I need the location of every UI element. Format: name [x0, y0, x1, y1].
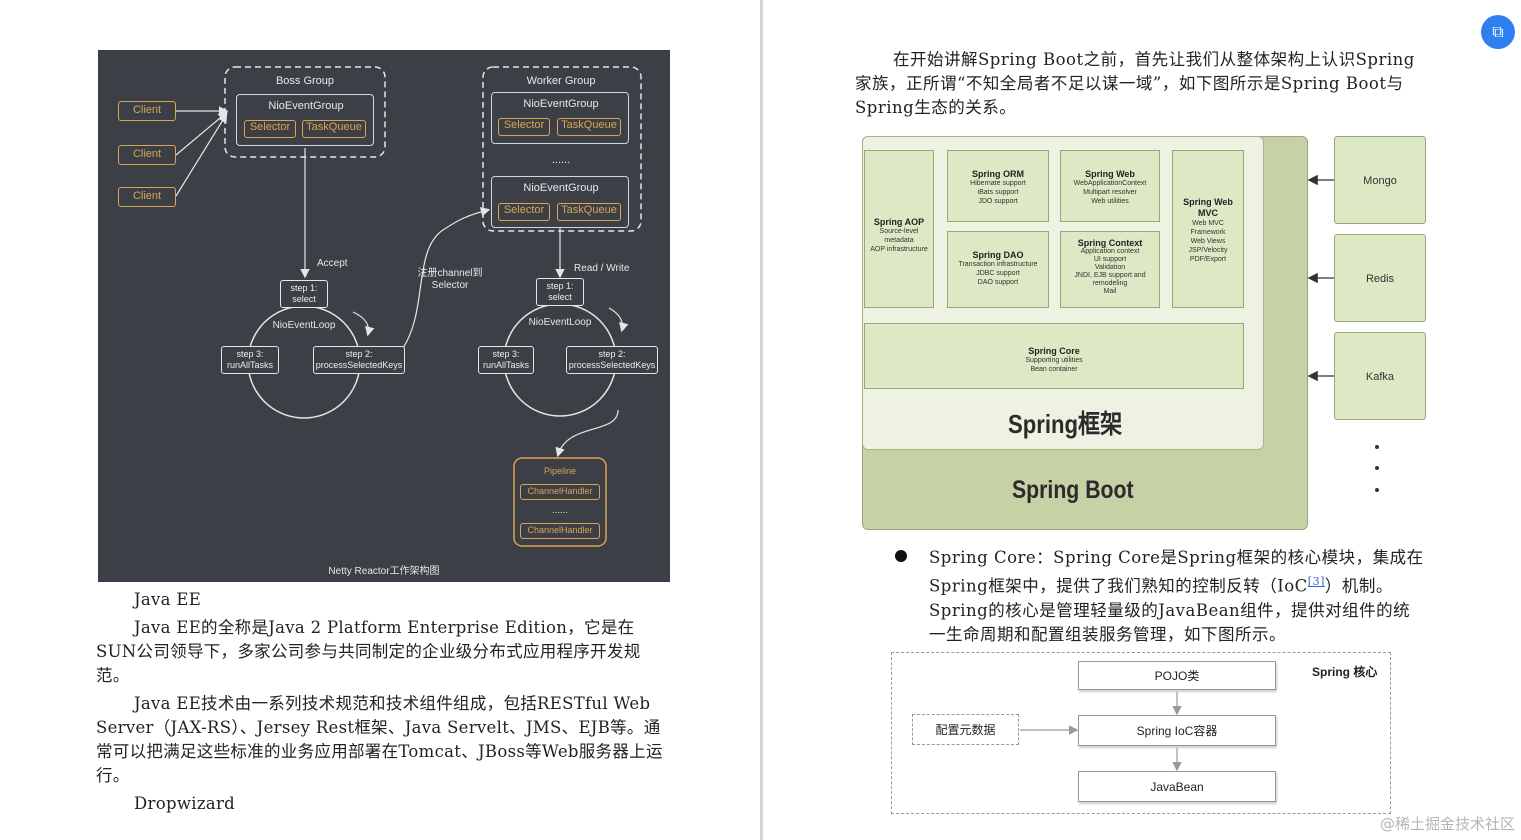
boss-loop-label: NioEventLoop — [272, 320, 336, 331]
kafka-box: Kafka — [1334, 332, 1426, 420]
more-dot-2 — [1375, 466, 1379, 470]
boss-selector: Selector — [244, 120, 296, 138]
netty-reactor-diagram: Boss Group NioEventGroup Selector TaskQu… — [98, 50, 670, 582]
external-arrows — [1307, 174, 1334, 382]
worker-event-group-2-label: NioEventGroup — [523, 182, 599, 194]
channel-handler-2: ChannelHandler — [520, 523, 600, 539]
spring-boot-label: Spring Boot — [1012, 476, 1134, 504]
javabean-box: JavaBean — [1078, 771, 1276, 802]
watermark: @稀土掘金技术社区 — [1379, 815, 1515, 833]
spring-orm-title: Spring ORM — [972, 169, 1024, 179]
spring-web-mvc-desc: Web MVC Framework Web Views JSP/Velocity… — [1188, 220, 1228, 263]
spring-intro-para: 在开始讲解Spring Boot之前，首先让我们从整体架构上认识Spring家族… — [855, 50, 1415, 117]
client-box-2: Client — [118, 145, 176, 165]
spring-aop-title: Spring AOP — [873, 217, 925, 227]
client-box-3: Client — [118, 187, 176, 207]
spring-core-title: Spring Core — [1028, 346, 1080, 356]
worker-loop-label: NioEventLoop — [528, 317, 592, 328]
worker-step1: step 1: select — [536, 278, 584, 306]
spring-aop-box: Spring AOP Source-level metadata AOP inf… — [864, 150, 934, 308]
java-ee-para-1: Java EE的全称是Java 2 Platform Enterprise Ed… — [96, 618, 641, 685]
worker-event-group-1: NioEventGroup — [491, 92, 629, 144]
more-dot-1 — [1375, 445, 1379, 449]
spring-web-mvc-title: Spring Web MVC — [1183, 197, 1233, 218]
redis-box: Redis — [1334, 234, 1426, 322]
spring-web-title: Spring Web — [1085, 169, 1135, 179]
core-arrows — [1020, 691, 1182, 772]
spring-core-bullet-text-a: Spring Core：Spring Core是Spring框架的核心模块，集成… — [929, 548, 1424, 596]
pipeline-label: Pipeline — [543, 466, 577, 476]
boss-group-label: Boss Group — [275, 75, 335, 87]
spring-orm-desc: Hibernate support iBats support JDO supp… — [970, 180, 1026, 205]
boss-event-group-label: NioEventGroup — [268, 100, 344, 112]
boss-step3: step 3: runAllTasks — [221, 346, 279, 374]
channel-handler-1: ChannelHandler — [520, 484, 600, 500]
netty-caption: Netty Reactor工作架构图 — [328, 566, 440, 577]
read-write-label: Read / Write — [574, 263, 630, 274]
spring-core-box: Spring Core Supporting utilities Bean co… — [864, 323, 1244, 389]
boss-step2: step 2: processSelectedKeys — [313, 346, 405, 374]
ioc-container-box: Spring IoC容器 — [1078, 715, 1276, 746]
worker-group-label: Worker Group — [526, 75, 596, 87]
worker-taskqueue-1: TaskQueue — [557, 118, 621, 136]
page-gutter — [760, 0, 763, 840]
spring-context-box: Spring Context Application context UI su… — [1060, 231, 1160, 308]
client-box-1: Client — [118, 101, 176, 121]
spring-context-title: Spring Context — [1077, 238, 1143, 248]
worker-ellipsis: ...... — [551, 154, 571, 166]
java-ee-heading: Java EE — [134, 590, 202, 609]
footnote-link[interactable]: [3] — [1307, 575, 1325, 588]
spring-core-desc: Supporting utilities Bean container — [1025, 357, 1083, 373]
core-diagram-title: Spring 核心 — [1312, 665, 1378, 679]
accept-label: Accept — [317, 258, 348, 269]
pipeline-ellipsis: ...... — [552, 505, 568, 515]
dropwizard-heading: Dropwizard — [134, 794, 235, 813]
config-metadata-box: 配置元数据 — [912, 714, 1019, 745]
bullet-dot — [895, 550, 907, 562]
mongo-box: Mongo — [1334, 136, 1426, 224]
pojo-box: POJO类 — [1078, 661, 1276, 690]
spring-context-desc: Application context UI support Validatio… — [1074, 248, 1146, 295]
spring-framework-label: Spring框架 — [1008, 409, 1123, 439]
boss-step1: step 1: select — [280, 280, 328, 308]
worker-step2: step 2: processSelectedKeys — [566, 346, 658, 374]
java-ee-para-2: Java EE技术由一系列技术规范和技术组件组成，包括RESTful Web S… — [96, 694, 663, 785]
worker-step3: step 3: runAllTasks — [478, 346, 534, 374]
worker-selector-1: Selector — [498, 118, 550, 136]
boss-event-group: NioEventGroup — [236, 94, 374, 146]
translate-fab-button[interactable]: ⧉ — [1481, 15, 1515, 49]
spring-dao-box: Spring DAO Transaction infrastructure JD… — [947, 231, 1049, 308]
spring-core-diagram: Spring 核心 POJO类 配置元数据 Spring IoC容器 JavaB… — [891, 652, 1391, 814]
worker-taskqueue-2: TaskQueue — [557, 203, 621, 221]
spring-orm-box: Spring ORM Hibernate support iBats suppo… — [947, 150, 1049, 222]
register-label: 注册channel到 Selector — [417, 268, 483, 291]
spring-dao-title: Spring DAO — [972, 250, 1024, 260]
spring-web-desc: WebApplicationContext Multipart resolver… — [1073, 180, 1147, 205]
more-dot-3 — [1375, 488, 1379, 492]
worker-selector-2: Selector — [498, 203, 550, 221]
spring-web-mvc-box: Spring Web MVC Web MVC Framework Web Vie… — [1172, 150, 1244, 308]
spring-aop-desc: Source-level metadata AOP infrastructure — [870, 228, 928, 253]
spring-core-bullet: Spring Core：Spring Core是Spring框架的核心模块，集成… — [929, 546, 1425, 647]
worker-event-group-2: NioEventGroup — [491, 176, 629, 228]
spring-dao-desc: Transaction infrastructure JDBC support … — [958, 261, 1038, 286]
spring-web-box: Spring Web WebApplicationContext Multipa… — [1060, 150, 1160, 222]
boss-taskqueue: TaskQueue — [302, 120, 366, 138]
worker-event-group-1-label: NioEventGroup — [523, 98, 599, 110]
spring-core-bullet-text-b: ）机制。Spring的核心是管理轻量级的JavaBean组件，提供对组件的统一生… — [929, 576, 1411, 644]
